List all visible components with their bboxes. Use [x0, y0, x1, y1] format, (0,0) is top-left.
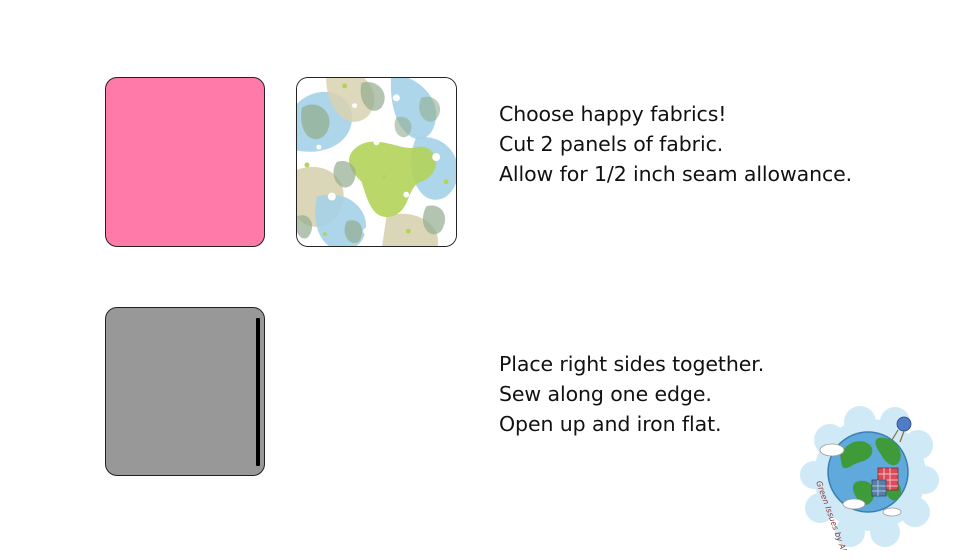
step1-line-3: Allow for 1/2 inch seam allowance. — [499, 162, 853, 186]
step2-line-1: Place right sides together. — [499, 352, 765, 376]
step1-line-1: Choose happy fabrics! — [499, 102, 727, 126]
sewn-fabric-panel — [105, 307, 265, 476]
globe-logo-graphic: Green Issues by Ally — [800, 406, 939, 550]
step1-line-2: Cut 2 panels of fabric. — [499, 132, 724, 156]
green-issues-logo: Green Issues by Ally — [800, 400, 940, 550]
fabric-pattern-graphic — [297, 78, 456, 246]
step2-line-3: Open up and iron flat. — [499, 412, 722, 436]
pink-fabric-panel — [105, 77, 265, 247]
step1-instructions: Choose happy fabrics! Cut 2 panels of fa… — [499, 99, 852, 189]
step2-line-2: Sew along one edge. — [499, 382, 712, 406]
patterned-fabric-panel — [296, 77, 457, 247]
step2-instructions: Place right sides together. Sew along on… — [499, 349, 764, 439]
seam-line — [256, 318, 260, 466]
